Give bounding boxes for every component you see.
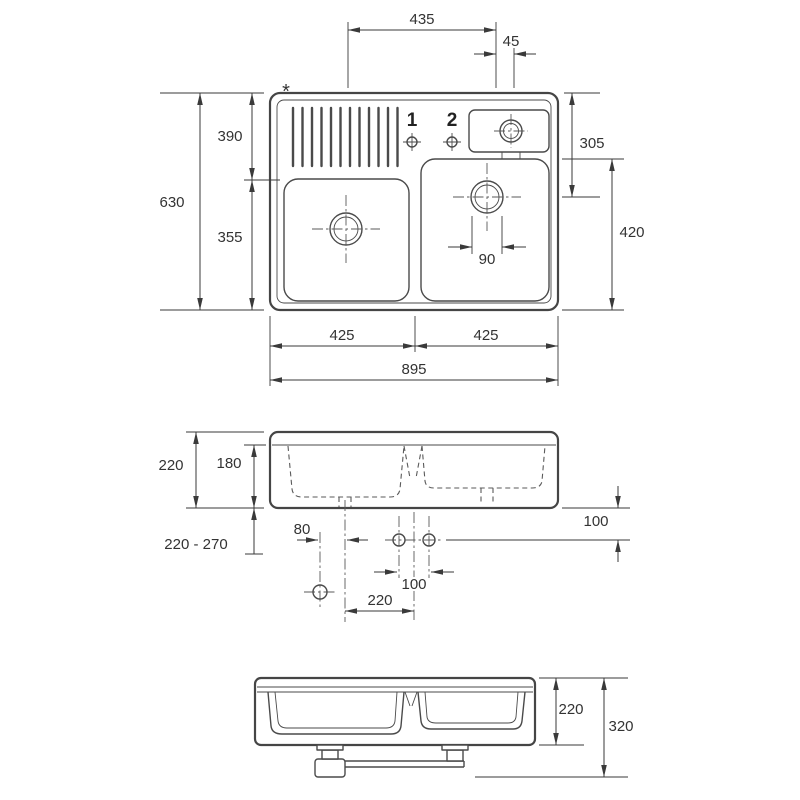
asterisk-mark: * bbox=[282, 81, 290, 103]
dim-tap-offset: 45 bbox=[474, 31, 536, 88]
section-body bbox=[268, 430, 560, 510]
dim-overall-width-label: 895 bbox=[401, 361, 426, 378]
dim-right-bowl-width: 425 bbox=[415, 325, 558, 349]
dim-holes-below: 100 bbox=[446, 486, 630, 562]
dim-overall-width: 895 bbox=[270, 359, 558, 383]
dim-right-upper-depth-label: 305 bbox=[579, 135, 604, 152]
dim-top-width-label: 435 bbox=[409, 11, 434, 28]
top-view: * bbox=[157, 9, 647, 386]
dim-lower-depth: 355 bbox=[215, 180, 255, 310]
right-waste bbox=[441, 744, 469, 762]
dim-right-bowl-depth-label: 420 bbox=[619, 224, 644, 241]
left-drain bbox=[312, 195, 380, 263]
right-bowl bbox=[420, 158, 550, 302]
dim-right-bowl-depth: 420 bbox=[562, 158, 647, 311]
section-view: 220 180 220 - 270 80 100 220 bbox=[156, 430, 630, 622]
drill-hole-single bbox=[312, 584, 328, 600]
dim-mounting-range: 220 - 270 bbox=[162, 508, 263, 555]
dim-lower-depth-label: 355 bbox=[217, 229, 242, 246]
dim-front-body-height-label: 220 bbox=[558, 701, 583, 718]
right-drain bbox=[453, 163, 521, 231]
dim-right-upper-depth: 305 bbox=[562, 92, 607, 198]
dim-drain-diameter: 90 bbox=[448, 216, 526, 270]
dim-center-offset: 220 bbox=[345, 590, 414, 614]
waste-pipe bbox=[345, 760, 465, 768]
dim-holes-spacing-label: 100 bbox=[401, 576, 426, 593]
dim-overall-depth-label: 630 bbox=[159, 194, 184, 211]
dim-drain-diameter-label: 90 bbox=[479, 251, 496, 268]
dim-tap-offset-label: 45 bbox=[503, 33, 520, 50]
left-waste-trap bbox=[314, 744, 346, 778]
front-body bbox=[253, 676, 537, 747]
front-bowls bbox=[267, 691, 526, 735]
dim-front-total-height: 320 bbox=[475, 677, 636, 778]
dim-bowl-depth: 180 bbox=[214, 444, 266, 508]
dim-holes-spacing: 100 bbox=[374, 569, 454, 595]
bowl-contours bbox=[287, 445, 546, 507]
dim-upper-depth: 390 bbox=[215, 93, 280, 181]
dim-mounting-range-label: 220 - 270 bbox=[164, 536, 227, 553]
dim-body-height-label: 220 bbox=[158, 457, 183, 474]
tap-platform bbox=[468, 109, 550, 159]
dim-top-width: 435 bbox=[347, 9, 497, 88]
left-bowl bbox=[283, 178, 410, 302]
dim-upper-depth-label: 390 bbox=[217, 128, 242, 145]
tap-hole-2-label: 2 bbox=[447, 110, 458, 131]
dim-right-bowl-width-label: 425 bbox=[473, 327, 498, 344]
sink-outline bbox=[268, 91, 560, 312]
tap-hole-2: 2 bbox=[443, 109, 461, 151]
dim-left-bowl-width-label: 425 bbox=[329, 327, 354, 344]
dim-front-body-height: 220 bbox=[539, 677, 586, 746]
front-view: 220 320 bbox=[253, 676, 636, 778]
dim-drain-offset-label: 80 bbox=[294, 521, 311, 538]
dim-center-offset-label: 220 bbox=[367, 592, 392, 609]
dim-body-height: 220 bbox=[156, 431, 264, 509]
drill-holes-pair bbox=[392, 533, 436, 547]
dim-left-bowl-width: 425 bbox=[269, 316, 559, 386]
dim-bowl-depth-label: 180 bbox=[216, 455, 241, 472]
tap-hole-1: 1 bbox=[403, 109, 421, 151]
dim-front-total-height-label: 320 bbox=[608, 718, 633, 735]
dim-holes-below-label: 100 bbox=[583, 513, 608, 530]
projection-centerlines bbox=[304, 500, 443, 622]
dim-overall-depth: 630 bbox=[157, 92, 264, 311]
drainer-ribs bbox=[291, 106, 399, 168]
tap-hole-1-label: 1 bbox=[407, 110, 418, 131]
dim-drain-offset: 80 bbox=[292, 519, 368, 543]
